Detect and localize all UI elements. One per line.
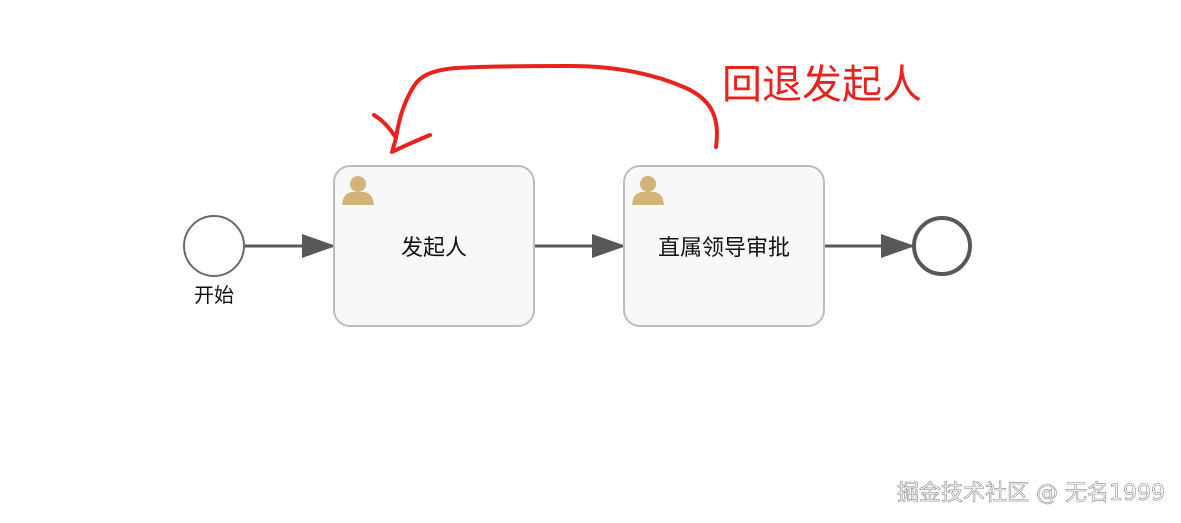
rollback-annotation-arrow [372, 64, 719, 154]
rollback-annotation-label: 回退发起人 [722, 62, 922, 108]
task-leader-approval[interactable]: 直属领导审批 [623, 165, 825, 327]
task-initiator-label: 发起人 [401, 236, 467, 261]
user-icon [342, 176, 374, 205]
end-event-circle[interactable] [912, 216, 972, 276]
task-initiator-box[interactable] [333, 165, 535, 327]
task-leader-approval-box[interactable] [623, 165, 825, 327]
user-icon [632, 176, 664, 205]
end-event[interactable] [912, 216, 972, 276]
rollback-arrow-curve [394, 64, 719, 149]
rollback-arrow-head-left [372, 113, 398, 140]
start-event-circle[interactable] [183, 215, 245, 277]
task-initiator[interactable]: 发起人 [333, 165, 535, 327]
start-event[interactable] [183, 215, 245, 277]
task-leader-approval-label: 直属领导审批 [658, 236, 790, 261]
watermark: 掘金技术社区 @ 无名1999 [897, 481, 1165, 506]
rollback-arrow-head-right [390, 133, 432, 154]
start-event-label: 开始 [194, 283, 234, 307]
